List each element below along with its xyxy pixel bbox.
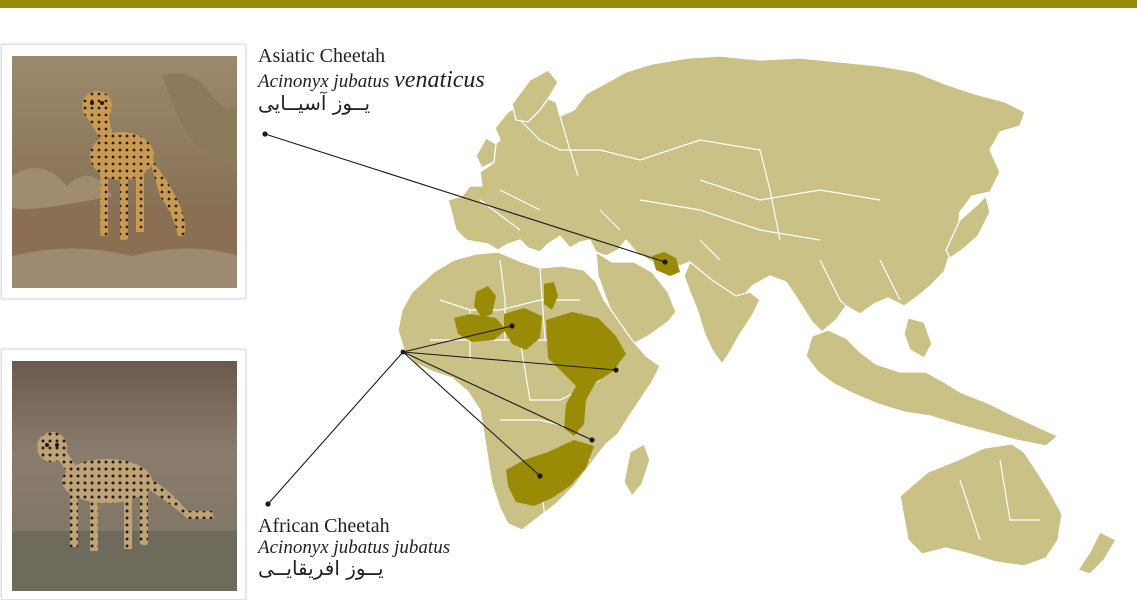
- african-scientific-name: Acinonyx jubatus jubatus: [258, 537, 451, 558]
- madagascar-landmass: [623, 443, 651, 497]
- new-zealand-landmass: [1077, 531, 1117, 575]
- african-leader-lines: [265, 323, 619, 507]
- india-landmass: [683, 261, 761, 365]
- cheetah-photo-icon: [12, 56, 237, 288]
- asiatic-cheetah-photo-frame: [1, 44, 246, 299]
- asiatic-common-name: Asiatic Cheetah: [258, 45, 386, 67]
- japan-landmass: [945, 195, 991, 259]
- african-persian-name: یــوز افریقایــی: [258, 556, 384, 580]
- african-range-sahara: [474, 286, 496, 318]
- british-isles-landmass: [475, 137, 497, 169]
- african-range-sahel-central: [504, 308, 542, 350]
- cheetah-photo-icon: [12, 361, 237, 591]
- southeast-asia-islands: [805, 329, 1059, 447]
- top-accent-bar: [0, 0, 1137, 8]
- african-cheetah-label: African Cheetah Acinonyx jubatus jubatus…: [258, 516, 450, 578]
- asiatic-sci-subspecies: venaticus: [394, 67, 485, 93]
- african-range-south: [506, 440, 594, 506]
- african-range-east: [546, 312, 626, 436]
- australia-landmass: [899, 443, 1063, 567]
- asiatic-cheetah-label: Asiatic Cheetah Acinonyx jubatus venatic…: [258, 46, 485, 113]
- eurasia-landmass: [447, 55, 1026, 333]
- african-common-name: African Cheetah: [258, 515, 390, 537]
- african-range-sahel-west: [454, 314, 506, 342]
- african-cheetah-photo-frame: [1, 349, 246, 600]
- asiatic-scientific-name: Acinonyx jubatus venaticus: [258, 68, 485, 92]
- asiatic-leader-line: [262, 131, 668, 265]
- african-range-sahara: [544, 282, 558, 310]
- asiatic-persian-name: یــوز آسیــایی: [258, 91, 371, 115]
- asiatic-sci-genus-species: Acinonyx jubatus: [258, 71, 390, 92]
- philippines-landmass: [903, 317, 933, 359]
